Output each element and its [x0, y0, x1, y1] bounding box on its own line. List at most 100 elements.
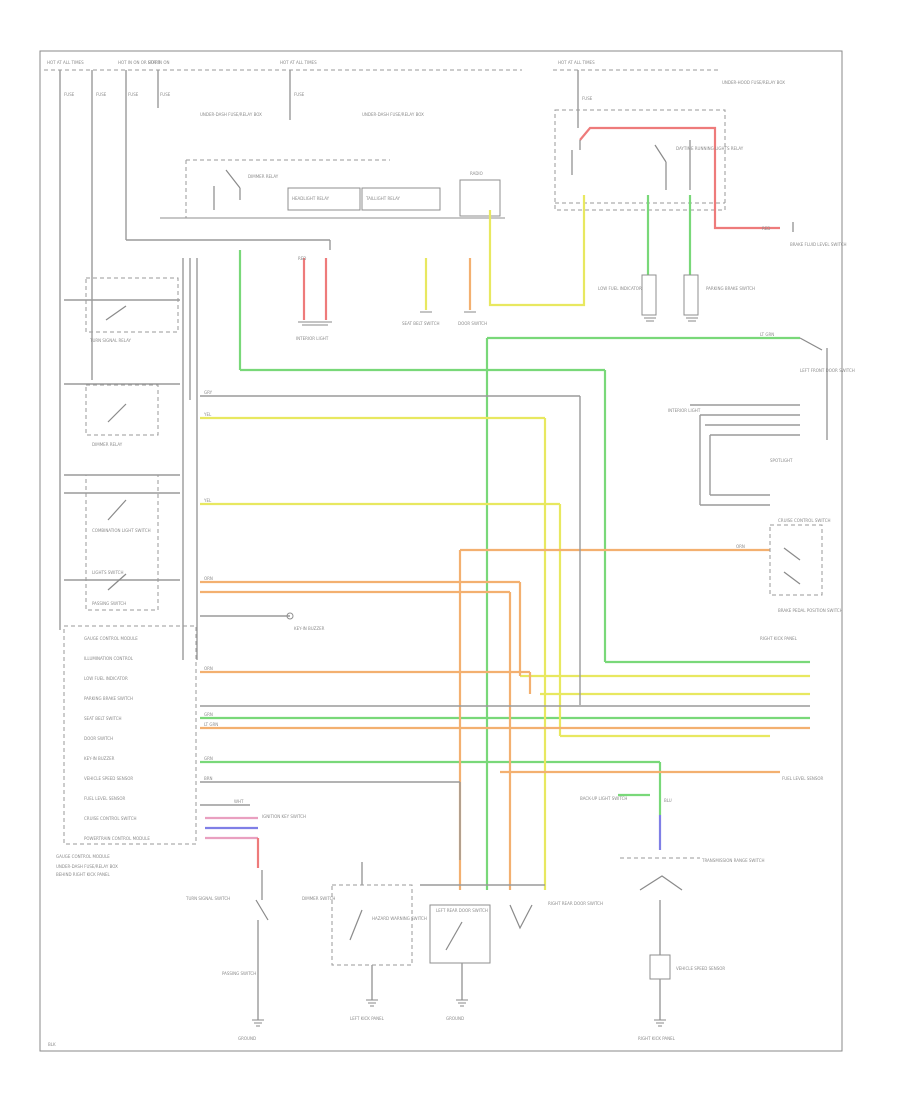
label-combination-switch: COMBINATION LIGHT SWITCH [92, 528, 151, 533]
ground-symbols: GROUND LEFT KICK PANEL GROUND RIGHT KICK… [238, 311, 698, 1041]
gray-signal-lines [200, 348, 828, 860]
gcm-pin-9: FUEL LEVEL SENSOR [84, 796, 126, 801]
tag-ltgrn-2: LT GRN [760, 332, 774, 337]
under-dash-relay-box: HEADLIGHT RELAY TAILLIGHT RELAY DIMMER R… [160, 159, 505, 219]
label-passing-switch-bottom: PASSING SWITCH [222, 971, 256, 976]
tag-blu: BLU [664, 798, 672, 803]
wire-color-tags: GRY YEL YEL ORN ORN GRN LT GRN GRN BRN W… [48, 226, 774, 1047]
gcm-pin-1: GAUGE CONTROL MODULE [84, 636, 138, 641]
label-fuse-6: FUSE [582, 96, 593, 101]
label-low-fuel-indicator: LOW FUEL INDICATOR [598, 286, 642, 291]
label-gcm-name: GAUGE CONTROL MODULE [56, 854, 110, 859]
label-parking-brake-switch: PARKING BRAKE SWITCH [706, 286, 755, 291]
gcm-pin-11: POWERTRAIN CONTROL MODULE [84, 836, 150, 841]
label-ground-right: RIGHT KICK PANEL [638, 1036, 676, 1041]
label-under-dash-box-2: UNDER-DASH FUSE/RELAY BOX [362, 112, 424, 117]
tag-yel-1: YEL [203, 412, 212, 417]
label-transmission-range-switch: TRANSMISSION RANGE SWITCH [701, 858, 765, 863]
tag-red-2: RED [762, 226, 770, 231]
label-under-dash-box-1: UNDER-DASH FUSE/RELAY BOX [200, 112, 262, 117]
tag-orn-2: ORN [204, 666, 213, 671]
label-ground-mid-2: GROUND [446, 1016, 464, 1021]
label-ground-left: GROUND [238, 1036, 256, 1041]
mid-components: INTERIOR LIGHT SEAT BELT SWITCH DOOR SWI… [262, 321, 487, 819]
label-seat-belt-switch: SEAT BELT SWITCH [402, 321, 440, 326]
label-dimmer-switch: DIMMER SWITCH [302, 896, 335, 901]
gauge-control-module: GAUGE CONTROL MODULE ILLUMINATION CONTRO… [56, 625, 197, 877]
gcm-pin-8: VEHICLE SPEED SENSOR [84, 776, 133, 781]
under-hood-relay-box: DAYTIME RUNNING LIGHTS RELAY BRAKE FLUID… [554, 109, 847, 247]
label-interior-light-mid: INTERIOR LIGHT [296, 336, 329, 341]
label-door-switch: DOOR SWITCH [458, 321, 487, 326]
left-bundles [64, 258, 198, 660]
label-hot-at-all-times-3: HOT AT ALL TIMES [558, 60, 595, 65]
tag-gry: GRY [204, 390, 213, 395]
tag-orn-1: ORN [204, 576, 213, 581]
label-fuse-5: FUSE [294, 92, 305, 97]
left-switch-stack: TURN SIGNAL RELAY DIMMER RELAY COMBINATI… [85, 277, 179, 611]
label-cruise-control-switch: CRUISE CONTROL SWITCH [778, 518, 831, 523]
label-dimmer-relay-top: DIMMER RELAY [248, 174, 279, 179]
label-ground-mid: LEFT KICK PANEL [350, 1016, 385, 1021]
tag-yel-2: YEL [203, 498, 212, 503]
label-gcm-location-2: BEHIND RIGHT KICK PANEL [56, 872, 110, 877]
tag-grn-2: GRN [204, 756, 213, 761]
tag-grn: GRN [204, 712, 213, 717]
gcm-pin-6: DOOR SWITCH [84, 736, 113, 741]
label-fuse-3: FUSE [128, 92, 139, 97]
gcm-pin-4: PARKING BRAKE SWITCH [84, 696, 133, 701]
label-turn-signal-relay: TURN SIGNAL RELAY [89, 338, 132, 343]
tag-blk: BLK [48, 1042, 56, 1047]
gcm-pin-2: ILLUMINATION CONTROL [84, 656, 134, 661]
red-blue-wires [205, 258, 662, 868]
label-brake-fluid-switch: BRAKE FLUID LEVEL SWITCH [790, 242, 847, 247]
label-taillight-relay: TAILLIGHT RELAY [365, 196, 401, 201]
label-key-in-buzzer: KEY-IN BUZZER [294, 626, 325, 631]
label-hot-at-all-times: HOT AT ALL TIMES [47, 60, 84, 65]
label-right-kick-panel: RIGHT KICK PANEL [760, 636, 798, 641]
tag-red: RED [298, 256, 306, 261]
bottom-components: HAZARD WARNING SWITCH LEFT REAR DOOR SWI… [185, 857, 765, 1020]
orange-wires [200, 258, 810, 890]
label-gcm-location-1: UNDER-DASH FUSE/RELAY BOX [56, 864, 118, 869]
label-hot-at-all-times-2: HOT AT ALL TIMES [280, 60, 317, 65]
diagram-frame [39, 50, 843, 1052]
label-left-rear-door-switch: LEFT REAR DOOR SWITCH [436, 908, 488, 913]
label-fuel-level-sensor: FUEL LEVEL SENSOR [782, 776, 824, 781]
label-vehicle-speed-sensor: VEHICLE SPEED SENSOR [676, 966, 725, 971]
label-right-rear-door-switch: RIGHT REAR DOOR SWITCH [548, 901, 603, 906]
label-daytime-relay: DAYTIME RUNNING LIGHTS RELAY [676, 146, 744, 151]
label-spotlight: SPOTLIGHT [770, 458, 793, 463]
label-hot-in-on: HOT IN ON [148, 60, 169, 65]
label-left-front-door-switch: LEFT FRONT DOOR SWITCH [800, 368, 855, 373]
top-power-labels: HOT AT ALL TIMES HOT IN ON OR START HOT … [47, 60, 785, 117]
tag-orn-3: ORN [736, 544, 745, 549]
gcm-pin-3: LOW FUEL INDICATOR [84, 676, 128, 681]
label-passing-switch: PASSING SWITCH [92, 601, 126, 606]
label-fuse-2: FUSE [96, 92, 107, 97]
gcm-pin-7: KEY-IN BUZZER [84, 756, 115, 761]
gcm-pin-5: SEAT BELT SWITCH [84, 716, 122, 721]
fuse-drops [59, 70, 579, 630]
label-hot-in-on-or-start: HOT IN ON OR START [118, 60, 161, 65]
yellow-wires [200, 195, 810, 890]
green-wires [200, 195, 810, 890]
label-lights-switch: LIGHTS SWITCH [92, 570, 123, 575]
right-components: LEFT FRONT DOOR SWITCH INTERIOR LIGHT SP… [580, 274, 855, 801]
label-radio: RADIO [470, 171, 483, 176]
label-under-hood-box: UNDER-HOOD FUSE/RELAY BOX [722, 80, 785, 85]
gcm-pin-10: CRUISE CONTROL SWITCH [84, 816, 137, 821]
label-dimmer-relay: DIMMER RELAY [92, 442, 123, 447]
label-fuse-4: FUSE [160, 92, 171, 97]
label-back-up-light-switch: BACK-UP LIGHT SWITCH [580, 796, 627, 801]
label-brake-pedal-switch: BRAKE PEDAL POSITION SWITCH [778, 608, 843, 613]
tag-ltgrn: LT GRN [204, 722, 218, 727]
label-ignition-key-switch: IGNITION KEY SWITCH [262, 814, 306, 819]
label-turn-signal-switch: TURN SIGNAL SWITCH [185, 896, 230, 901]
label-interior-light: INTERIOR LIGHT [668, 408, 701, 413]
tag-wht: WHT [234, 799, 244, 804]
tag-brn: BRN [204, 776, 213, 781]
label-headlight-relay: HEADLIGHT RELAY [292, 196, 330, 201]
label-fuse-1: FUSE [64, 92, 75, 97]
